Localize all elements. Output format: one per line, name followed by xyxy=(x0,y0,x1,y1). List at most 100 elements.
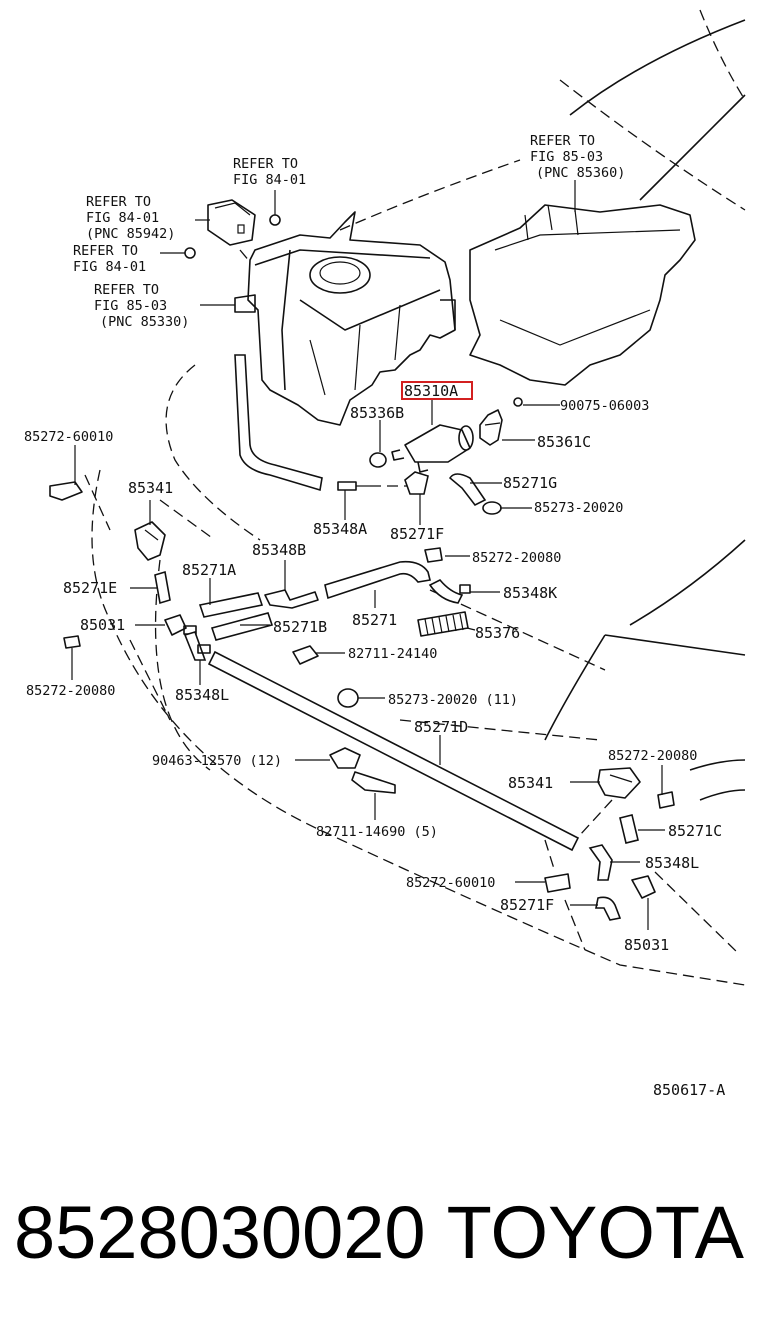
label-85272-60010: 85272-60010 xyxy=(406,875,495,891)
label-85271A: 85271A xyxy=(182,561,236,579)
clamp-85361C xyxy=(479,409,503,446)
part-number-caption: 8528030020 xyxy=(14,1191,426,1274)
label-85031: 85031 xyxy=(624,936,669,954)
body-contour xyxy=(544,634,606,741)
hose-85271B xyxy=(210,612,274,641)
clip-82711-14690 xyxy=(351,771,396,794)
hose-85271G xyxy=(448,473,487,507)
nozzle-85341-left xyxy=(134,521,166,561)
bolt-icon xyxy=(184,247,196,259)
label-85272-20080: 85272-20080 xyxy=(608,748,697,764)
label-82711-14690: 82711-14690 (5) xyxy=(316,824,438,840)
nozzle-85341-right xyxy=(597,767,641,799)
hose-85271F-upper xyxy=(404,471,429,495)
body-contour-dashed xyxy=(339,159,521,231)
clip-85272-20080-center xyxy=(424,547,443,563)
label-85273-20020: 85273-20020 xyxy=(534,500,623,516)
connector-85348L-left xyxy=(197,644,211,654)
label-85361C: 85361C xyxy=(537,433,591,451)
clip-85272-60010-right xyxy=(544,873,571,893)
label-refer: FIG 85-03 xyxy=(94,298,167,314)
label-82711-24140: 82711-24140 xyxy=(348,646,437,662)
tank-bracket-reference xyxy=(469,204,696,386)
washer-pump-motor xyxy=(391,424,474,473)
joint-85031-right xyxy=(631,875,656,899)
hose-bend xyxy=(428,579,464,604)
label-refer: (PNC 85942) xyxy=(86,226,175,242)
label-85271F: 85271F xyxy=(390,525,444,543)
clip-85272-20080-left xyxy=(63,635,81,649)
hose-85271D xyxy=(207,650,580,852)
connector-85348B xyxy=(264,589,319,609)
grommet-85273 xyxy=(482,501,502,515)
leader-lines-dashed xyxy=(84,474,741,956)
label-refer: (PNC 85330) xyxy=(100,314,189,330)
body-contour xyxy=(699,789,746,801)
label-85272-20080: 85272-20080 xyxy=(26,683,115,699)
grommet-85336B xyxy=(369,452,387,468)
connector-box xyxy=(207,199,256,246)
label-85272-60010: 85272-60010 xyxy=(24,429,113,445)
label-90463-12570: 90463-12570 (12) xyxy=(152,753,282,769)
leader-dashed xyxy=(239,249,251,263)
label-85271F: 85271F xyxy=(500,896,554,914)
body-contour-dashed xyxy=(699,9,746,101)
label-85271C: 85271C xyxy=(668,822,722,840)
label-85271: 85271 xyxy=(352,611,397,629)
washer-reservoir-tank xyxy=(234,211,456,426)
screw-icon xyxy=(513,397,523,407)
highlight-box xyxy=(401,381,473,400)
brand-caption: TOYOTA xyxy=(446,1191,744,1274)
label-85271B: 85271B xyxy=(273,618,327,636)
label-85348B: 85348B xyxy=(252,541,306,559)
hose-85271A xyxy=(198,592,264,618)
label-refer: (PNC 85360) xyxy=(536,165,625,181)
body-contour-dashed xyxy=(154,559,211,771)
body-contour-dashed xyxy=(165,364,261,541)
label-85031: 85031 xyxy=(80,616,125,634)
clip-90463-12570 xyxy=(329,747,361,769)
label-85273-20020-11: 85273-20020 (11) xyxy=(388,692,518,708)
body-contour xyxy=(629,539,746,626)
label-85348L: 85348L xyxy=(645,854,699,872)
connector-85348K xyxy=(459,584,471,594)
hose-85271 xyxy=(324,560,431,600)
label-85348A: 85348A xyxy=(313,520,367,538)
label-85341: 85341 xyxy=(128,479,173,497)
hose-tank-outlet xyxy=(234,354,323,492)
label-90075: 90075-06003 xyxy=(560,398,649,414)
leader-lines xyxy=(71,180,665,930)
label-refer: FIG 84-01 xyxy=(86,210,159,226)
label-85272-20080: 85272-20080 xyxy=(472,550,561,566)
body-contour-dashed xyxy=(429,589,606,671)
label-85271D: 85271D xyxy=(414,718,468,736)
bolt-icon xyxy=(269,214,281,226)
body-contour xyxy=(604,634,746,656)
joint-85031-left xyxy=(164,614,197,636)
body-contour-dashed xyxy=(91,469,746,986)
part-labels: REFER TO FIG 84-01 REFER TO FIG 84-01 (P… xyxy=(24,133,725,1099)
label-refer: FIG 84-01 xyxy=(73,259,146,275)
label-85310A: 85310A xyxy=(404,382,458,400)
label-85376: 85376 xyxy=(475,624,520,642)
hose-85271F-lower xyxy=(595,896,622,921)
label-refer: FIG 84-01 xyxy=(233,172,306,188)
connector-85348L-right xyxy=(588,844,613,881)
body-contour xyxy=(689,759,746,771)
label-85341: 85341 xyxy=(508,774,553,792)
body-contour xyxy=(569,19,746,116)
label-refer: REFER TO xyxy=(73,243,138,259)
connector-85348A xyxy=(337,481,370,491)
clip-82711-24140 xyxy=(292,645,319,665)
corrugated-tube-85376 xyxy=(417,611,469,637)
grommet-85273-11 xyxy=(337,688,359,708)
label-85271E: 85271E xyxy=(63,579,117,597)
clip-85272-60010-left xyxy=(49,481,83,501)
body-contour xyxy=(639,94,746,201)
hose-small xyxy=(183,631,207,661)
label-85348K: 85348K xyxy=(503,584,557,602)
label-85336B: 85336B xyxy=(350,404,404,422)
label-85271G: 85271G xyxy=(503,474,557,492)
